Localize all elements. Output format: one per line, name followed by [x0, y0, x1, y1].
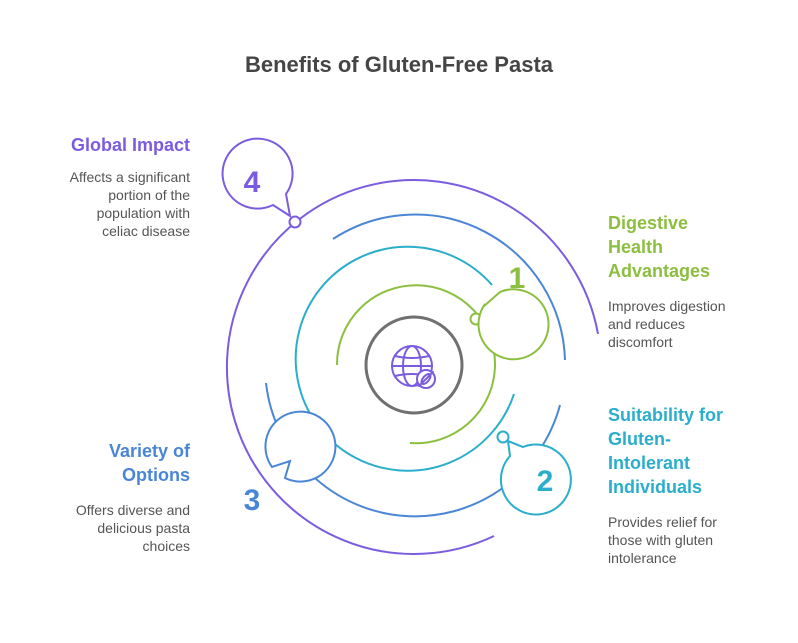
ring-1-arc — [335, 284, 496, 445]
globe-no-wheat-icon — [391, 345, 436, 389]
connector-dot-2 — [496, 430, 510, 444]
ring-2-arc — [294, 245, 515, 472]
item-3-description: Offers diverse and delicious pasta choic… — [75, 502, 190, 554]
number-label-3: 3 — [244, 484, 261, 517]
number-bubble-3: 3 — [244, 410, 337, 517]
number-bubble-4: 4 — [221, 137, 294, 219]
item-4-heading: Global Impact — [70, 135, 190, 155]
number-label-2: 2 — [537, 465, 554, 498]
ring-3-arc-right — [332, 213, 566, 361]
number-bubble-1: 1 — [477, 262, 550, 361]
number-label-1: 1 — [509, 262, 526, 295]
item-2-heading: Suitability for Gluten- Intolerant Indiv… — [608, 405, 724, 497]
page-title: Benefits of Gluten-Free Pasta — [244, 52, 554, 77]
item-1-description: Improves digestion and reduces discomfor… — [608, 298, 726, 350]
item-2-description: Provides relief for those with gluten in… — [608, 514, 717, 566]
connector-dot-4 — [288, 215, 302, 229]
item-3-heading: Variety of Options — [108, 441, 190, 485]
ring-4-arc — [225, 179, 599, 555]
item-1-heading: Digestive Health Advantages — [608, 213, 711, 281]
number-label-4: 4 — [244, 166, 261, 199]
number-bubble-2: 2 — [499, 439, 572, 516]
item-4-description: Affects a significant portion of the pop… — [69, 169, 190, 239]
